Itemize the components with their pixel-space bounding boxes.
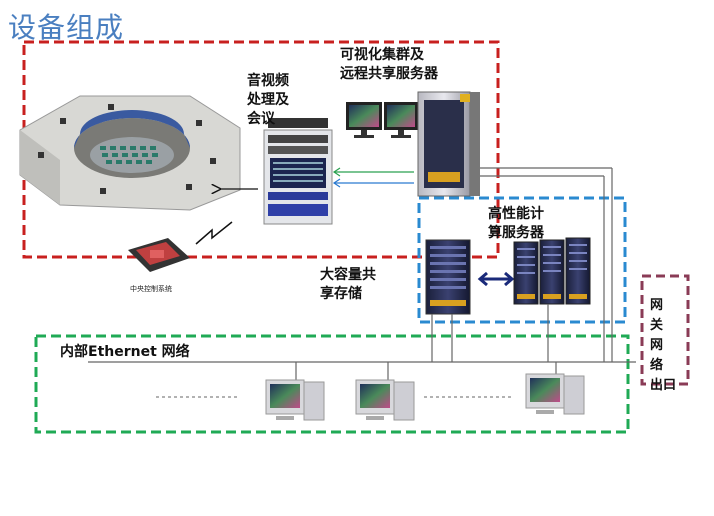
av-rack-icon bbox=[263, 118, 333, 225]
page-title: 设备组成 bbox=[8, 11, 125, 44]
network-lines bbox=[88, 167, 636, 380]
gateway-box bbox=[640, 274, 690, 386]
label-visual-cluster: 可视化集群及 远程共享服务器 bbox=[340, 47, 438, 82]
dome-theater-icon bbox=[19, 95, 241, 211]
server-tower-icon bbox=[417, 91, 480, 197]
workstation-icon bbox=[525, 373, 585, 415]
green-group-box bbox=[34, 334, 630, 434]
double-arrow-icon bbox=[477, 271, 515, 287]
label-hpc: 高性能计 算服务器 bbox=[488, 206, 544, 241]
workstation-icon bbox=[265, 379, 325, 421]
storage-rack-icon bbox=[425, 239, 471, 315]
label-gateway: 网 关 网 络 出口 bbox=[650, 298, 677, 393]
blade-server-icon bbox=[513, 237, 591, 305]
monitor-icon bbox=[346, 102, 418, 138]
control-panel-icon bbox=[128, 238, 190, 272]
label-av-processing: 音视频 处理及 会议 bbox=[247, 73, 289, 127]
wireless-bolt-icon bbox=[195, 221, 233, 245]
label-storage: 大容量共 享存储 bbox=[320, 267, 376, 302]
label-ethernet: 内部Ethernet 网络 bbox=[60, 344, 190, 360]
label-central-control: 中央控制系统 bbox=[130, 285, 172, 293]
workstation-icon bbox=[355, 379, 415, 421]
